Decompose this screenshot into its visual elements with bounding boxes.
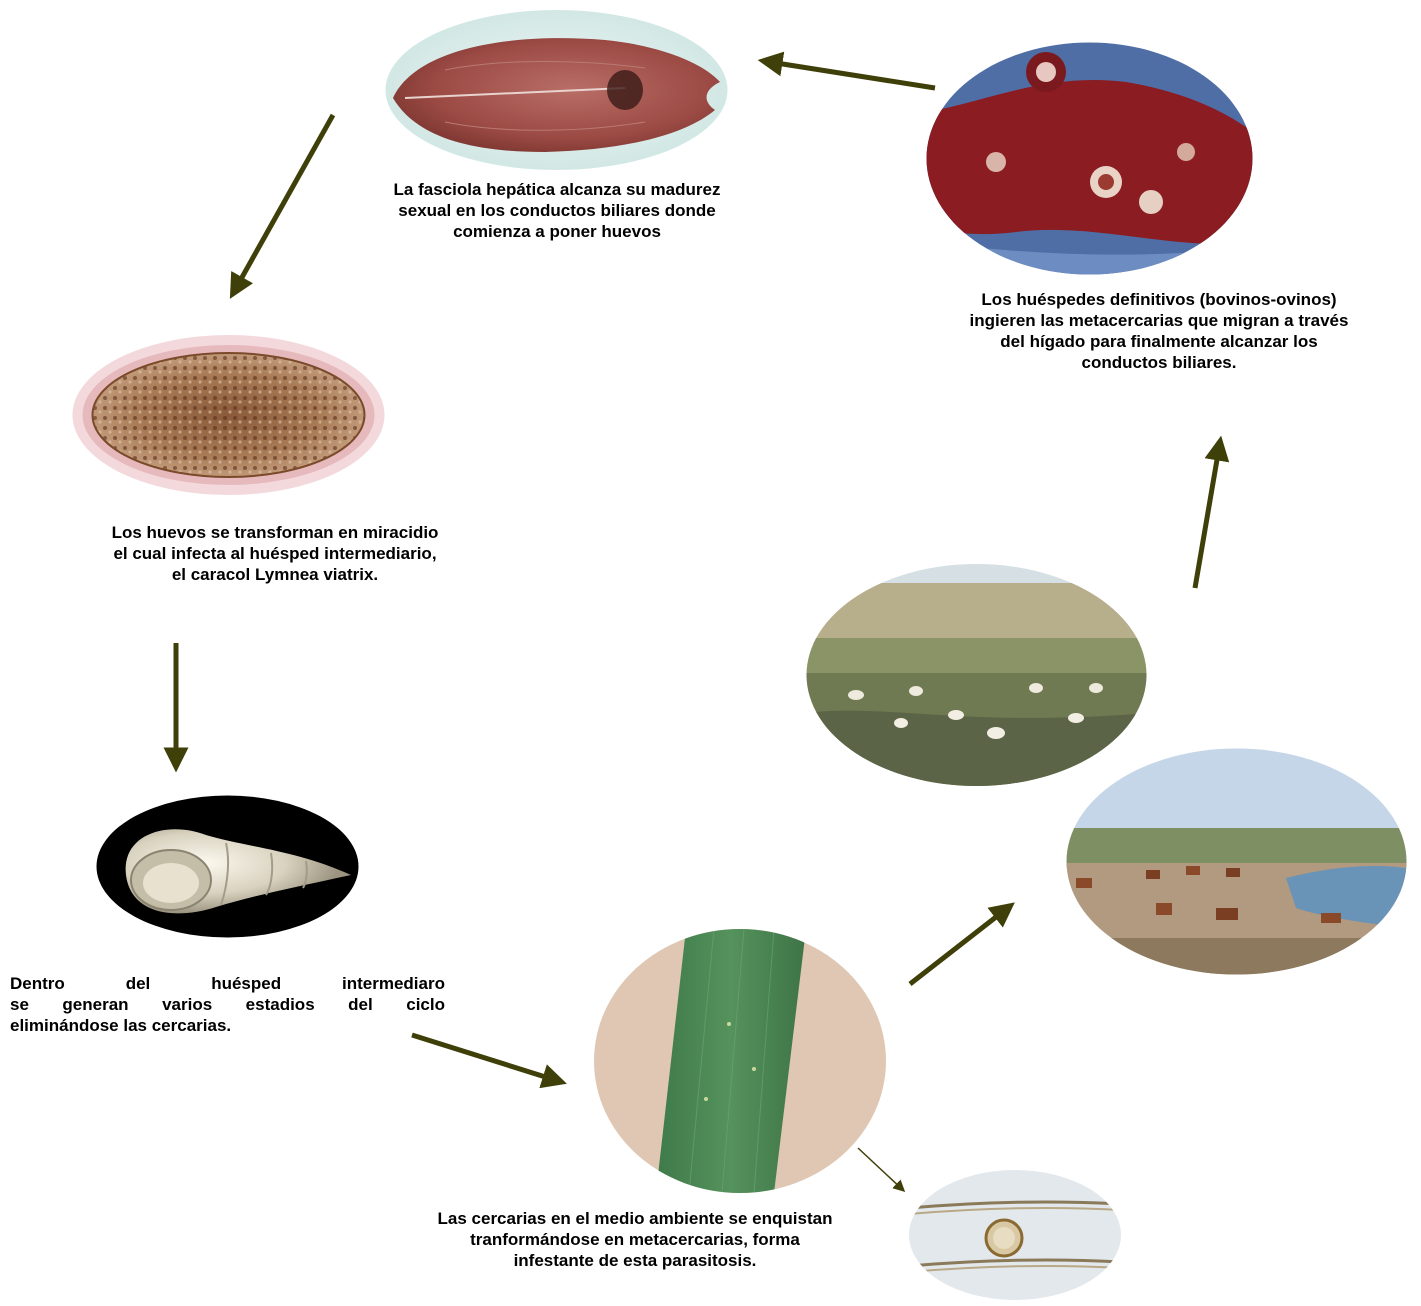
cattle-water-image (1066, 748, 1407, 975)
caption-line: infestante de esta parasitosis. (370, 1250, 900, 1271)
caption-line: Dentro del huésped intermediaro (10, 973, 445, 994)
adult-fasciola-image (385, 10, 728, 170)
infected-liver-image (926, 42, 1253, 275)
caption-snail-cercariae: Dentro del huésped intermediaro se gener… (10, 973, 445, 1036)
caption-line: Los huéspedes definitivos (bovinos-ovino… (906, 289, 1412, 310)
arrow-grass-to-cattle (910, 910, 1005, 984)
caption-line: eliminándose las cercarias. (10, 1015, 445, 1036)
caption-definitive-hosts: Los huéspedes definitivos (bovinos-ovino… (906, 289, 1412, 373)
caption-line: se generan varios estadios del ciclo (10, 994, 445, 1015)
caption-line: el caracol Lymnea viatrix. (55, 564, 495, 585)
caption-eggs-miracidium: Los huevos se transforman en miracidio e… (55, 522, 495, 585)
grass-blade-image (594, 929, 886, 1193)
caption-line: Las cercarias en el medio ambiente se en… (370, 1208, 900, 1229)
caption-line: ingieren las metacercarias que migran a … (906, 310, 1412, 331)
caption-line: sexual en los conductos biliares donde (330, 200, 784, 221)
caption-line: conductos biliares. (906, 352, 1412, 373)
arrow-snail-to-grass (412, 1035, 555, 1080)
caption-line: comienza a poner huevos (330, 221, 784, 242)
caption-adult-fasciola: La fasciola hepática alcanza su madurez … (330, 179, 784, 242)
metacercaria-image (909, 1170, 1121, 1300)
arrow-pasture-to-liver (1195, 448, 1219, 588)
caption-line: Los huevos se transforman en miracidio (55, 522, 495, 543)
fasciola-egg-image (72, 335, 385, 495)
caption-line: del hígado para finalmente alcanzar los (906, 331, 1412, 352)
caption-metacercariae: Las cercarias en el medio ambiente se en… (370, 1208, 900, 1271)
caption-line: tranformándose en metacercarias, forma (370, 1229, 900, 1250)
arrow-liver-to-adult (770, 62, 935, 88)
caption-line: La fasciola hepática alcanza su madurez (330, 179, 784, 200)
caption-line: el cual infecta al huésped intermediario… (55, 543, 495, 564)
snail-lymnea-image (96, 795, 359, 938)
arrow-adult-to-eggs (236, 115, 333, 288)
